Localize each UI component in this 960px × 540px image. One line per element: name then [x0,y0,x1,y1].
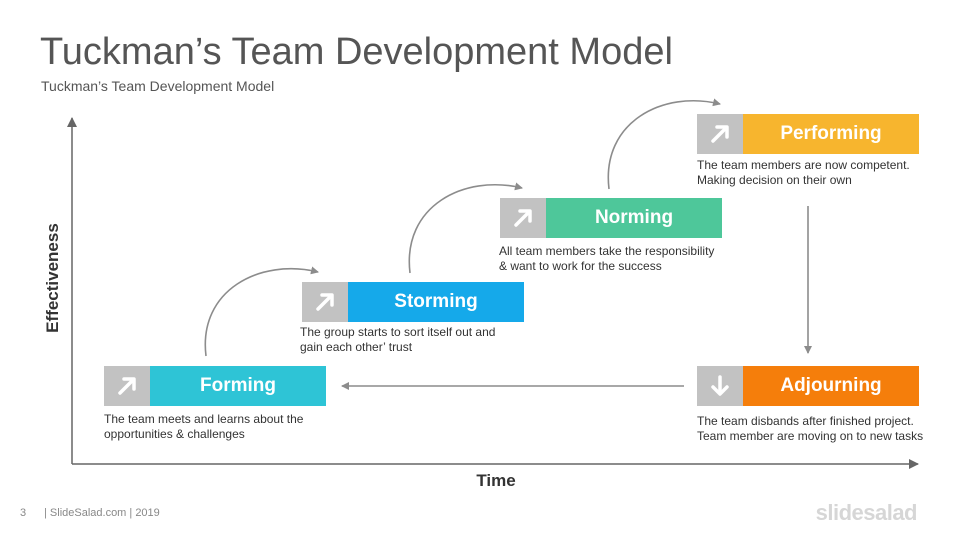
stage-adjourning: Adjourning [697,366,919,406]
arrow-up-right-icon [302,282,348,322]
stage-adjourning-description: The team disbands after finished project… [697,414,924,443]
footer-text: | SlideSalad.com | 2019 [44,507,160,519]
curve-arrow-forming-storming [204,266,319,357]
stage-forming: Forming [104,366,326,406]
stage-storming-description: The group starts to sort itself out and … [300,325,496,354]
slide-subtitle: Tuckman’s Team Development Model [41,78,275,94]
arrow-down-icon [697,366,743,406]
stage-forming-description: The team meets and learns about the oppo… [104,412,304,441]
slide-title: Tuckman’s Team Development Model [40,31,673,73]
footer: 3 | SlideSalad.com | 2019 [20,507,160,519]
brand-logo: slidesalad [815,500,918,525]
curve-arrow-storming-norming [408,182,523,274]
stage-forming-label: Forming [150,366,326,406]
arrow-up-right-icon [500,198,546,238]
stage-performing-label: Performing [743,114,919,154]
y-axis-label: Effectiveness [43,223,62,333]
page-number: 3 [20,507,27,519]
stage-performing: Performing [697,114,919,154]
stage-adjourning-label: Adjourning [743,366,919,406]
x-axis-label: Time [476,471,516,490]
stage-norming-description: All team members take the responsibility… [499,244,715,273]
stage-storming-label: Storming [348,282,524,322]
curve-arrow-norming-performing [607,98,721,190]
stage-norming: Norming [500,198,722,238]
stage-norming-label: Norming [546,198,722,238]
arrow-up-right-icon [104,366,150,406]
stage-performing-description: The team members are now competent. Maki… [697,158,910,187]
arrow-up-right-icon [697,114,743,154]
stage-storming: Storming [302,282,524,322]
